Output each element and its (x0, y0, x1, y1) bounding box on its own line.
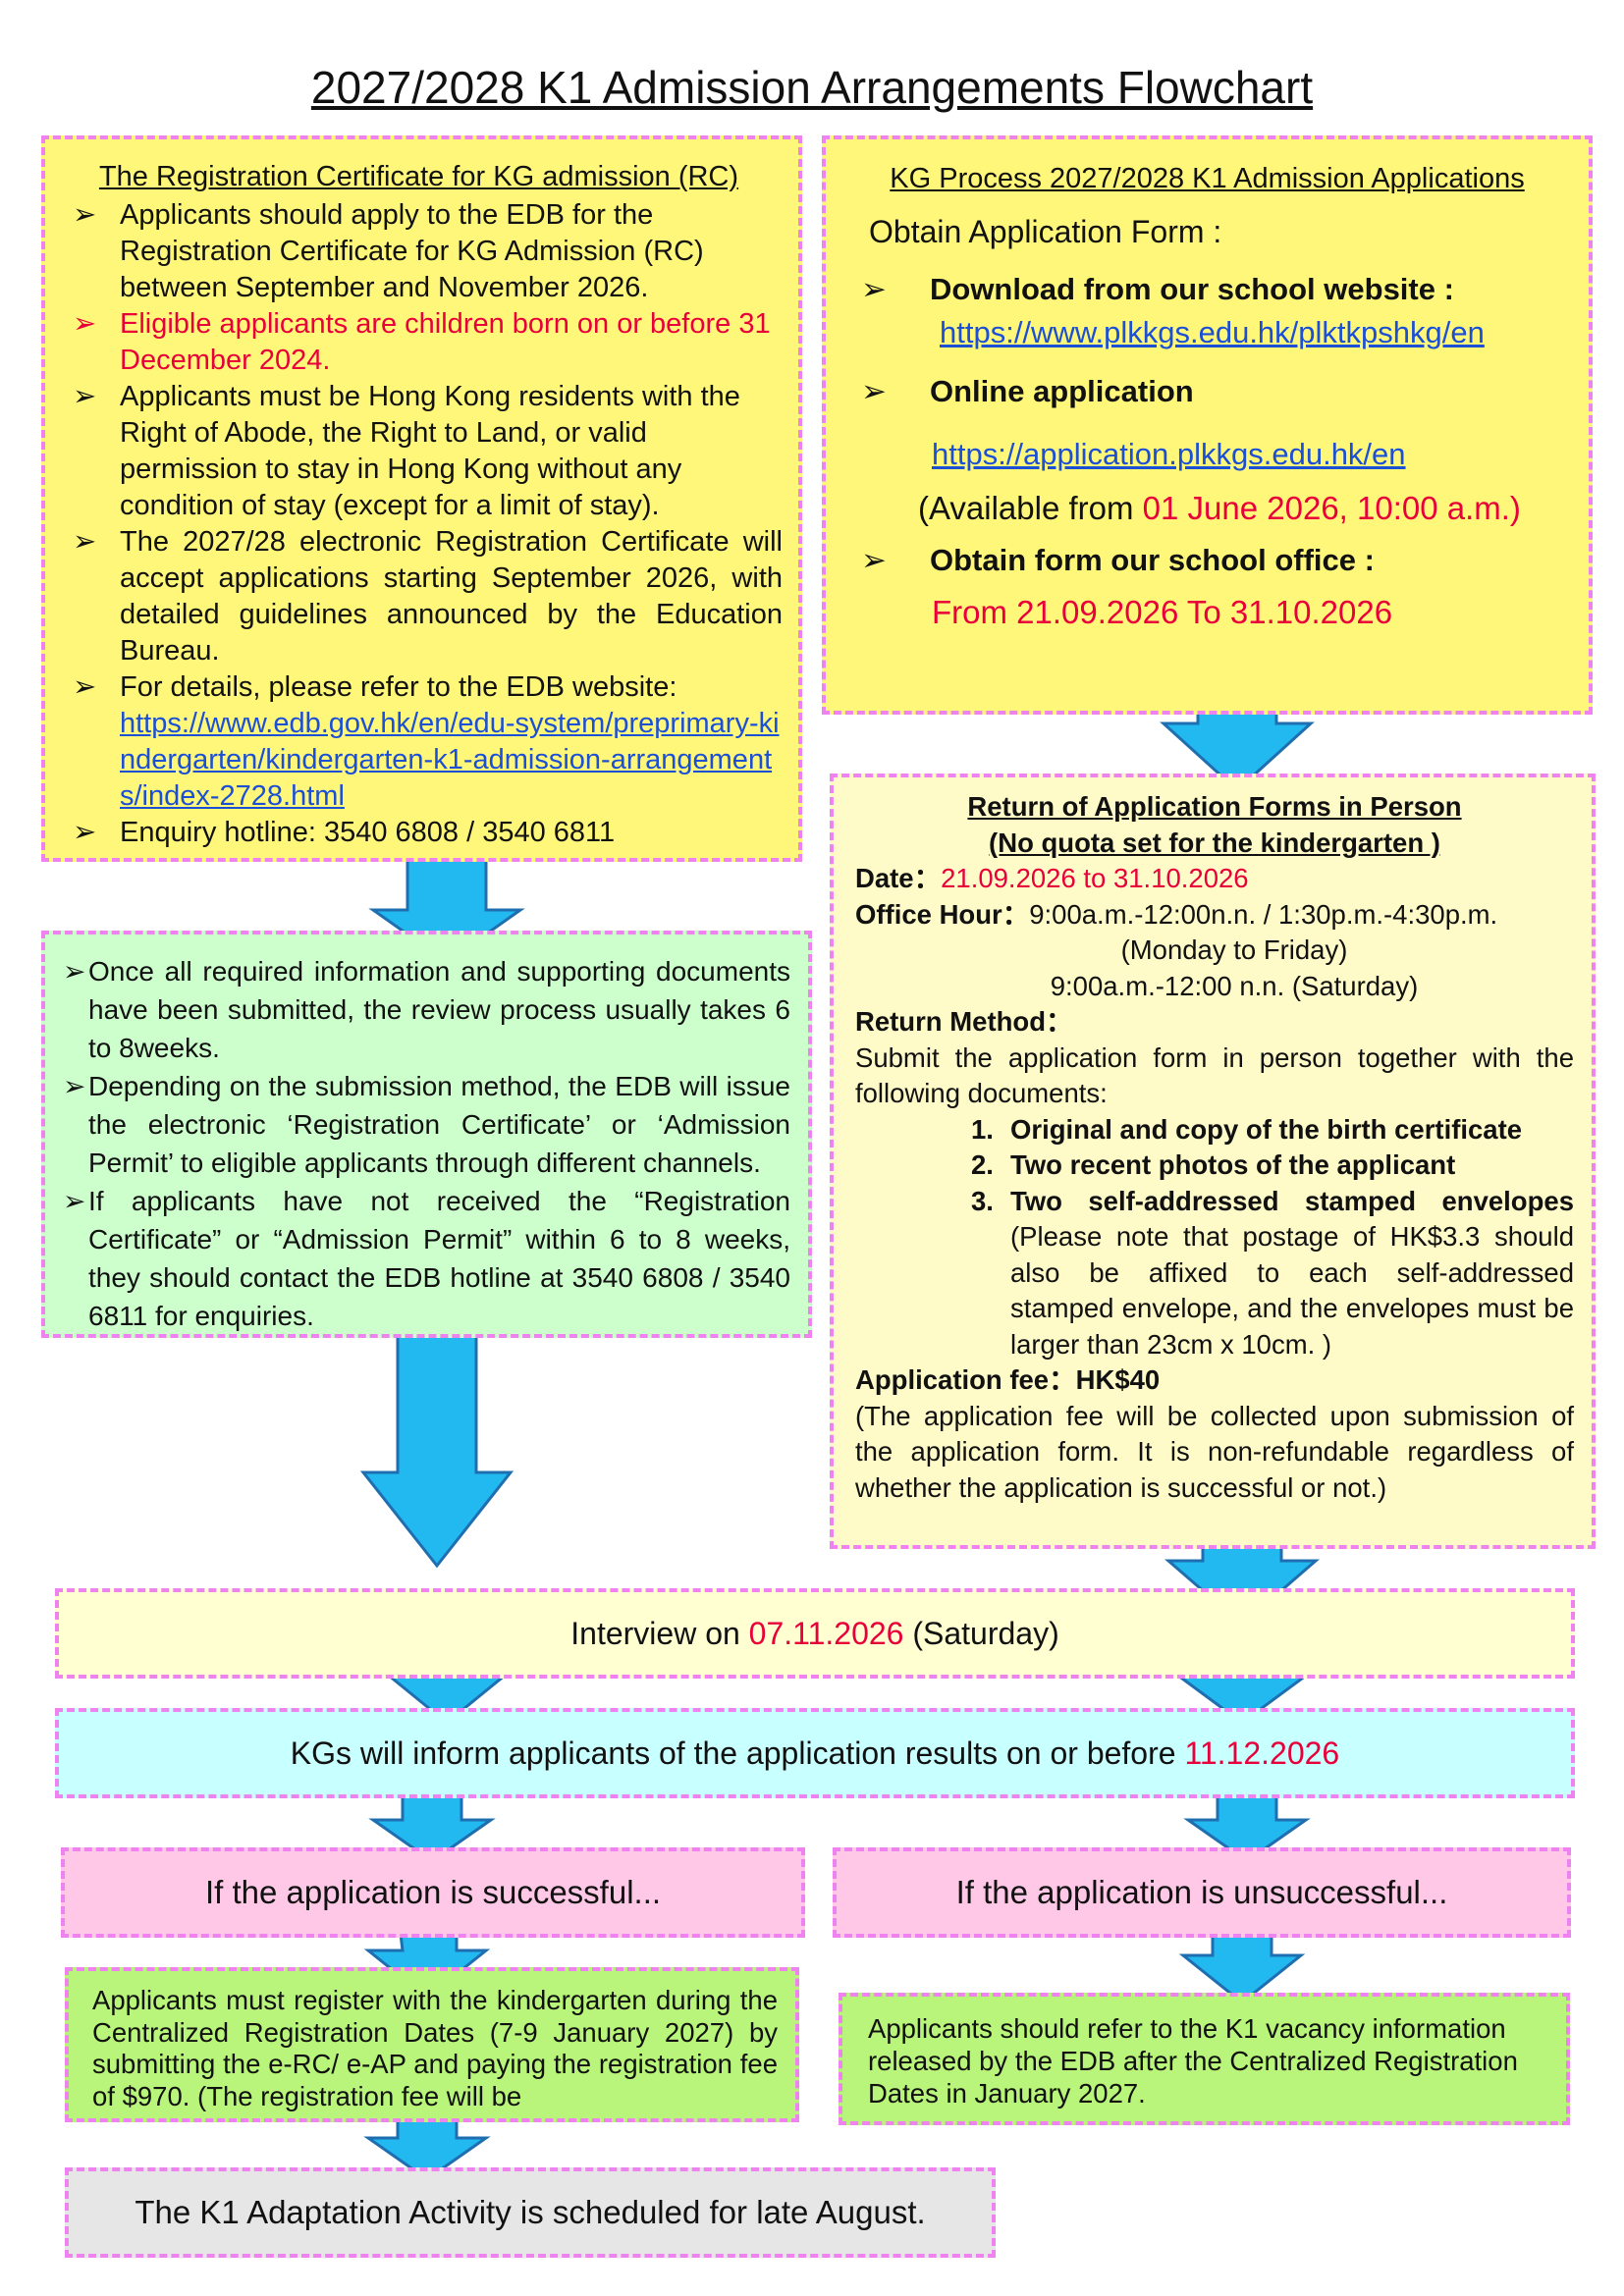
rc-bullet-residency: Applicants must be Hong Kong residents w… (55, 379, 783, 524)
doc-item-3: 3. Two self-addressed stamped envelopes (855, 1184, 1574, 1220)
results-box: KGs will inform applicants of the applic… (55, 1708, 1575, 1798)
doc-1-text: Original and copy of the birth certifica… (1010, 1113, 1523, 1145)
results-text: KGs will inform applicants of the applic… (290, 1735, 1185, 1771)
return-forms-box: Return of Application Forms in Person (N… (830, 774, 1596, 1549)
return-heading: Return of Application Forms in Person (967, 791, 1462, 822)
review-bullet-contact: If applicants have not received the “Reg… (45, 1182, 790, 1335)
edb-website-link[interactable]: https://www.edb.gov.hk/en/edu-system/pre… (120, 708, 780, 812)
office-label: Obtain form our school office : (930, 543, 1375, 577)
download-label: Download from our school website : (930, 272, 1454, 306)
rc-bullet-list: Applicants should apply to the EDB for t… (55, 197, 783, 851)
availability-date: 01 June 2026, 10:00 a.m.) (1142, 490, 1521, 526)
doc-item-1: 1. Original and copy of the birth certifi… (855, 1112, 1574, 1148)
doc-item-2: 2. Two recent photos of the applicant (855, 1148, 1574, 1184)
rc-box: The Registration Certificate for KG admi… (41, 135, 802, 862)
adaptation-text: The K1 Adaptation Activity is scheduled … (135, 2194, 926, 2230)
unsuccess-box: If the application is unsuccessful... (833, 1847, 1571, 1938)
school-website-link[interactable]: https://www.plkkgs.edu.hk/plktkpshkg/en (940, 315, 1485, 349)
online-item: ➢ Online application (841, 374, 1573, 409)
doc-3-note: (Please note that postage of HK$3.3 shou… (1010, 1221, 1574, 1360)
arrow-review-to-interview (359, 1333, 514, 1569)
interview-prefix: Interview on (570, 1616, 749, 1651)
results-date: 11.12.2026 (1184, 1735, 1340, 1771)
application-fee-note: (The application fee will be collected u… (855, 1400, 1574, 1503)
availability-line: (Available from 01 June 2026, 10:00 a.m.… (918, 490, 1573, 527)
return-subheading: (No quota set for the kindergarten ) (989, 827, 1440, 858)
rc-bullet-electronic: The 2027/28 electronic Registration Cert… (55, 524, 783, 669)
return-date-label: Date： (855, 863, 942, 893)
page-title: 2027/2028 K1 Admission Arrangements Flow… (310, 62, 1314, 113)
office-item: ➢ Obtain form our school office : (841, 543, 1573, 578)
online-label: Online application (930, 374, 1194, 408)
rc-bullet-eligibility: Eligible applicants are children born on… (55, 306, 783, 379)
register-box: Applicants must register with the kinder… (65, 1967, 799, 2122)
vacancy-text: Applicants should refer to the K1 vacanc… (868, 2013, 1518, 2109)
online-bullet-icon: ➢ (861, 374, 887, 408)
doc-number-3: 3. (971, 1185, 994, 1216)
doc-number-2: 2. (971, 1149, 994, 1180)
office-hour-value: 9:00a.m.-12:00n.n. / 1:30p.m.-4:30p.m. (1029, 898, 1498, 930)
review-bullet-process: Once all required information and suppor… (45, 952, 790, 1067)
office-hour-saturday: 9:00a.m.-12:00 n.n. (Saturday) (1050, 970, 1419, 1001)
obtain-form-heading: Obtain Application Form : (869, 214, 1222, 249)
return-method-text: Submit the application form in person to… (855, 1041, 1574, 1109)
review-bullet-issue: Depending on the submission method, the … (45, 1067, 790, 1182)
rc-details-text: For details, please refer to the EDB web… (120, 671, 677, 703)
office-hour-line: Office Hour：9:00a.m.-12:00n.n. / 1:30p.m… (855, 897, 1574, 934)
return-date-line: Date：21.09.2026 to 31.10.2026 (855, 861, 1574, 897)
unsuccess-text: If the application is unsuccessful... (955, 1874, 1448, 1910)
kg-process-box: KG Process 2027/2028 K1 Admission Applic… (822, 135, 1593, 715)
interview-date: 07.11.2026 (748, 1616, 904, 1651)
office-bullet-icon: ➢ (861, 543, 887, 577)
availability-prefix: (Available from (918, 490, 1143, 526)
doc-number-1: 1. (971, 1113, 994, 1145)
online-link-wrap: https://application.plkkgs.edu.hk/en (932, 437, 1573, 472)
doc-2-text: Two recent photos of the applicant (1010, 1149, 1456, 1180)
download-link-wrap: https://www.plkkgs.edu.hk/plktkpshkg/en (940, 315, 1573, 350)
application-fee: Application fee：HK$40 (855, 1364, 1161, 1395)
rc-heading: The Registration Certificate for KG admi… (98, 161, 739, 192)
register-text: Applicants must register with the kinder… (92, 1985, 778, 2111)
interview-suffix: (Saturday) (903, 1616, 1059, 1651)
rc-bullet-hotline: Enquiry hotline: 3540 6808 / 3540 6811 (55, 815, 783, 851)
success-box: If the application is successful... (61, 1847, 805, 1938)
download-item: ➢ Download from our school website : (841, 272, 1573, 307)
rc-bullet-details: For details, please refer to the EDB web… (55, 669, 783, 815)
office-hour-label: Office Hour： (855, 898, 1030, 930)
success-text: If the application is successful... (204, 1874, 662, 1910)
rc-bullet-apply: Applicants should apply to the EDB for t… (55, 197, 783, 306)
interview-box: Interview on 07.11.2026 (Saturday) (55, 1588, 1575, 1679)
online-application-link[interactable]: https://application.plkkgs.edu.hk/en (932, 437, 1406, 471)
kg-heading: KG Process 2027/2028 K1 Admission Applic… (890, 163, 1525, 194)
doc-3-text: Two self-addressed stamped envelopes (1010, 1185, 1574, 1216)
adaptation-box: The K1 Adaptation Activity is scheduled … (65, 2167, 996, 2258)
return-method-label: Return Method： (855, 1006, 1073, 1037)
vacancy-box: Applicants should refer to the K1 vacanc… (839, 1993, 1570, 2125)
review-bullet-list: Once all required information and suppor… (45, 952, 790, 1335)
office-dates: From 21.09.2026 To 31.10.2026 (932, 594, 1393, 630)
office-hour-days: (Monday to Friday) (1120, 934, 1348, 965)
download-bullet-icon: ➢ (861, 272, 887, 306)
review-box: Once all required information and suppor… (41, 931, 812, 1338)
return-date-value: 21.09.2026 to 31.10.2026 (941, 863, 1249, 893)
